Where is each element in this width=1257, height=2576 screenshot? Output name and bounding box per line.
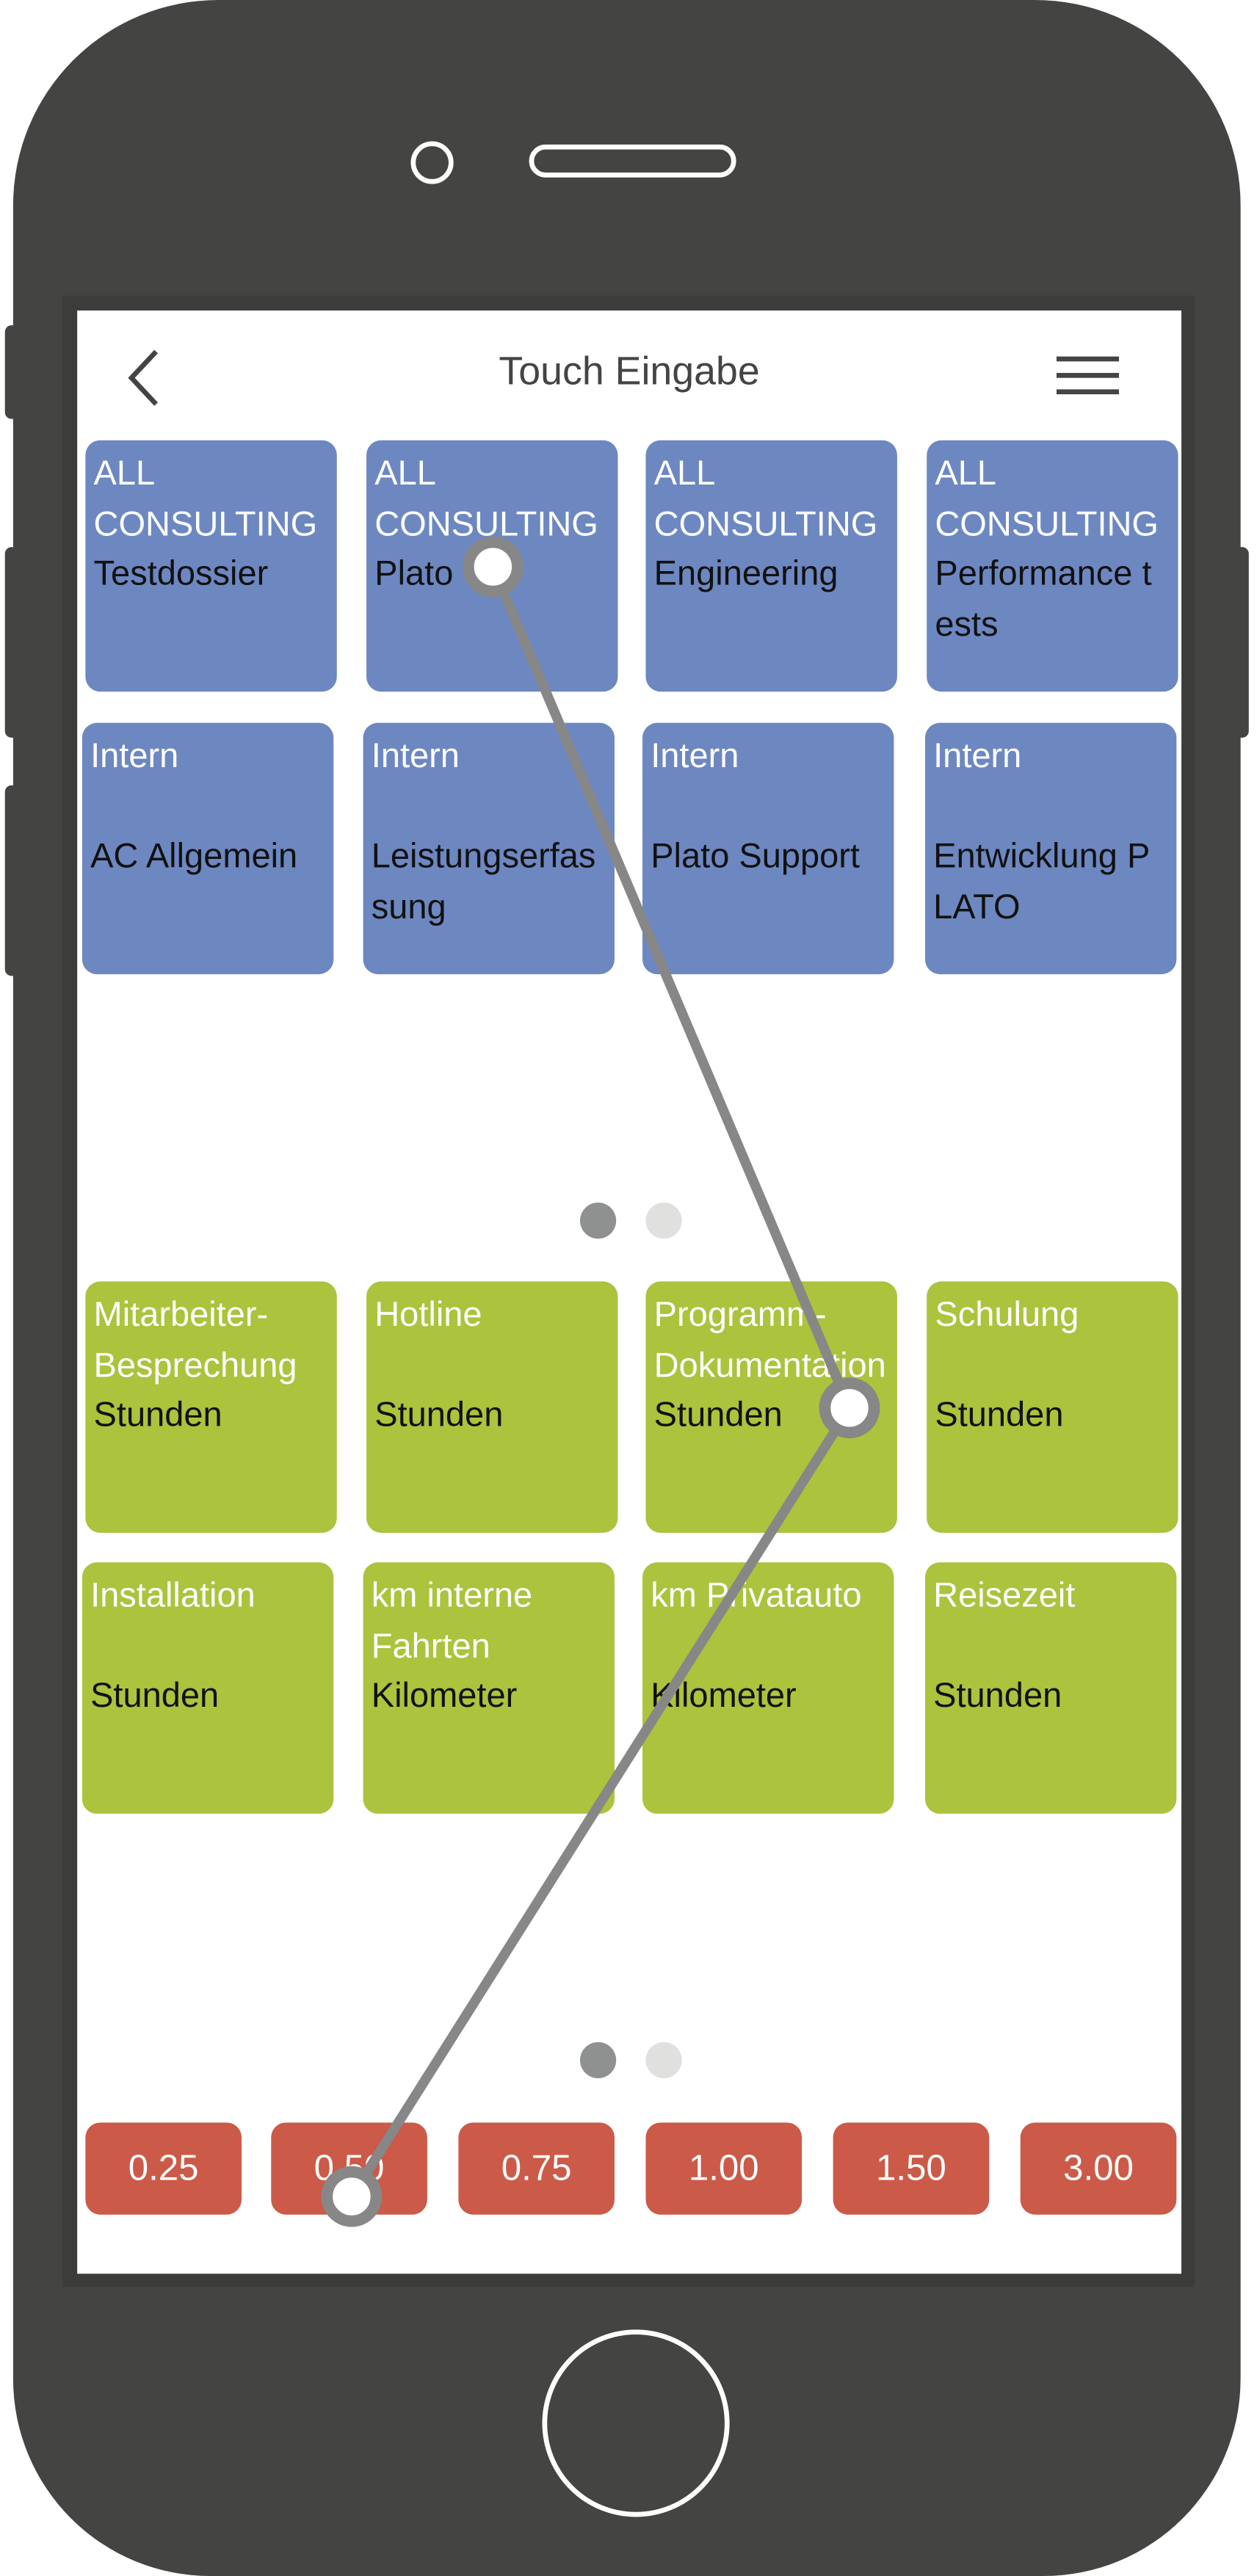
tile-label: Testdossier (93, 555, 269, 593)
quantity-button[interactable]: 3.00 (1020, 2122, 1177, 2215)
tile-category: Intern (933, 737, 1022, 776)
tile-category: Intern (371, 737, 460, 776)
tile-label: Engineering (653, 555, 838, 593)
pager-dot-active[interactable] (579, 2042, 617, 2078)
tile-label: Stunden (93, 1396, 222, 1434)
touch-point-icon (819, 1377, 880, 1439)
tile-category: Hotline (374, 1296, 482, 1335)
tile-label: Performance tests (935, 555, 1152, 644)
tile-category: km Privatauto (651, 1577, 862, 1615)
project-tile[interactable]: ALL CONSULTING Engineering (645, 440, 897, 692)
speaker-icon (529, 144, 736, 178)
home-button[interactable] (542, 2329, 730, 2517)
quantity-button[interactable]: 1.00 (645, 2122, 803, 2215)
pager-dot[interactable] (645, 1202, 682, 1239)
tile-label: Stunden (935, 1396, 1064, 1434)
tile-label: AC Allgemein (90, 838, 298, 876)
tile-label: Entwicklung PLATO (933, 838, 1151, 926)
pager-dot-active[interactable] (579, 1202, 617, 1239)
tile-category: ALL CONSULTING (374, 454, 598, 543)
back-button[interactable] (123, 347, 163, 417)
chevron-left-icon (128, 349, 159, 406)
hamburger-icon (1056, 356, 1120, 362)
project-tile[interactable]: ALL CONSULTING Testdossier (85, 440, 337, 692)
tile-label: Stunden (653, 1396, 783, 1434)
tile-label: Stunden (90, 1677, 220, 1716)
tile-category: Installation (90, 1577, 256, 1615)
tile-label: Plato (374, 555, 454, 593)
tile-category: Intern (651, 737, 739, 776)
page-title: Touch Eingabe (499, 349, 760, 395)
gesture-path (347, 565, 855, 2199)
tile-label: Stunden (374, 1396, 504, 1434)
quantity-button[interactable]: 0.75 (458, 2122, 615, 2215)
camera-icon (410, 141, 454, 184)
menu-button[interactable] (1056, 356, 1120, 406)
touch-point-icon (321, 2166, 383, 2227)
tile-category: ALL CONSULTING (653, 454, 878, 543)
tile-label: Stunden (933, 1677, 1062, 1716)
project-tile[interactable]: Intern AC Allgemein (81, 722, 334, 975)
tile-category: ALL CONSULTING (935, 454, 1159, 543)
quantity-button[interactable]: 0.25 (85, 2122, 242, 2215)
tile-category: Schulung (935, 1296, 1079, 1335)
tile-category: Intern (90, 737, 179, 776)
tile-label: Kilometer (371, 1677, 518, 1716)
tile-category: Reisezeit (933, 1577, 1076, 1615)
quantity-button[interactable]: 1.50 (833, 2122, 990, 2215)
tile-category: ALL CONSULTING (93, 454, 318, 543)
tile-label: Leistungserfassung (371, 838, 596, 926)
project-tile[interactable]: ALL CONSULTING Performance tests (927, 440, 1178, 692)
tile-label: Plato Support (651, 838, 861, 876)
tile-category: km interne Fahrten (371, 1577, 533, 1666)
gesture-overlay (321, 536, 880, 2227)
project-tile[interactable]: ALL CONSULTING Plato (366, 440, 618, 692)
tile-category: Mitarbeiter-Besprechung (93, 1296, 297, 1385)
touch-point-icon (462, 536, 524, 598)
pager-dot[interactable] (645, 2042, 682, 2078)
